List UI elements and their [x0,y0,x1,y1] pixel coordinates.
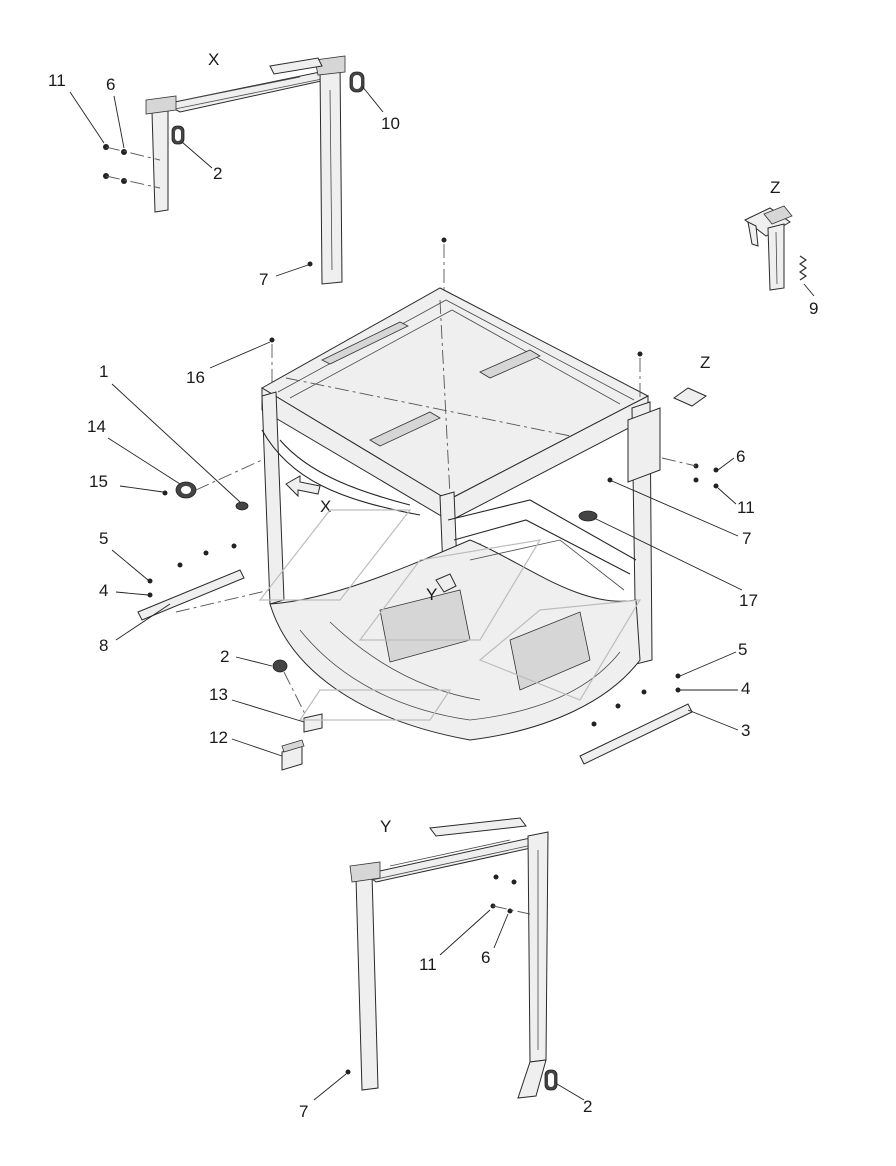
arrow-z [672,387,708,407]
callout-7-main: 7 [742,529,751,548]
callout-2-main: 2 [220,647,229,666]
detail-y-frame: Y 11 6 7 2 [299,817,592,1121]
grommet-17 [578,510,598,522]
detail-x-label: X [208,50,219,69]
detail-x-frame: X 11 6 10 2 7 [48,50,400,289]
callout-6-main: 6 [736,447,745,466]
main-cab-assembly: X Z Y [87,237,758,771]
callout-13: 13 [209,685,228,704]
callout-y-11: 11 [419,955,437,974]
callout-x-7: 7 [259,270,268,289]
spring-9 [799,255,807,281]
grommet-2-main [272,659,288,673]
clip-13 [303,713,323,733]
roof-panel [261,287,650,501]
callout-z-9: 9 [809,299,818,318]
callout-1: 1 [99,362,108,381]
callout-3: 3 [741,721,750,740]
callout-8: 8 [99,636,108,655]
rail-8 [137,569,245,621]
callout-14: 14 [87,417,106,436]
callout-15: 15 [89,472,108,491]
callout-4b: 4 [741,679,750,698]
callout-y-6: 6 [481,948,490,967]
watermark [258,509,642,721]
callout-x-2: 2 [213,164,222,183]
callout-x-6: 6 [106,75,115,94]
ring-1 [235,501,249,511]
detail-y-label: Y [380,817,391,836]
callout-x-10: 10 [381,114,400,133]
callout-5b: 5 [738,640,747,659]
callout-y-2: 2 [583,1097,592,1116]
callout-16: 16 [186,368,205,387]
callout-17: 17 [739,591,758,610]
callout-4: 4 [99,581,108,600]
callout-5: 5 [99,529,108,548]
callout-x-11: 11 [48,71,66,90]
callout-11-main: 11 [737,498,755,517]
main-label-x: X [320,497,331,516]
arrow-y [435,573,457,593]
main-label-y: Y [426,585,437,604]
detail-z-label: Z [770,178,780,197]
arrow-x [285,475,321,498]
callout-y-7: 7 [299,1102,308,1121]
callout-12: 12 [209,728,228,747]
main-label-z: Z [700,353,710,372]
rail-3 [579,703,693,765]
detail-z-bracket: Z 9 [744,178,818,318]
